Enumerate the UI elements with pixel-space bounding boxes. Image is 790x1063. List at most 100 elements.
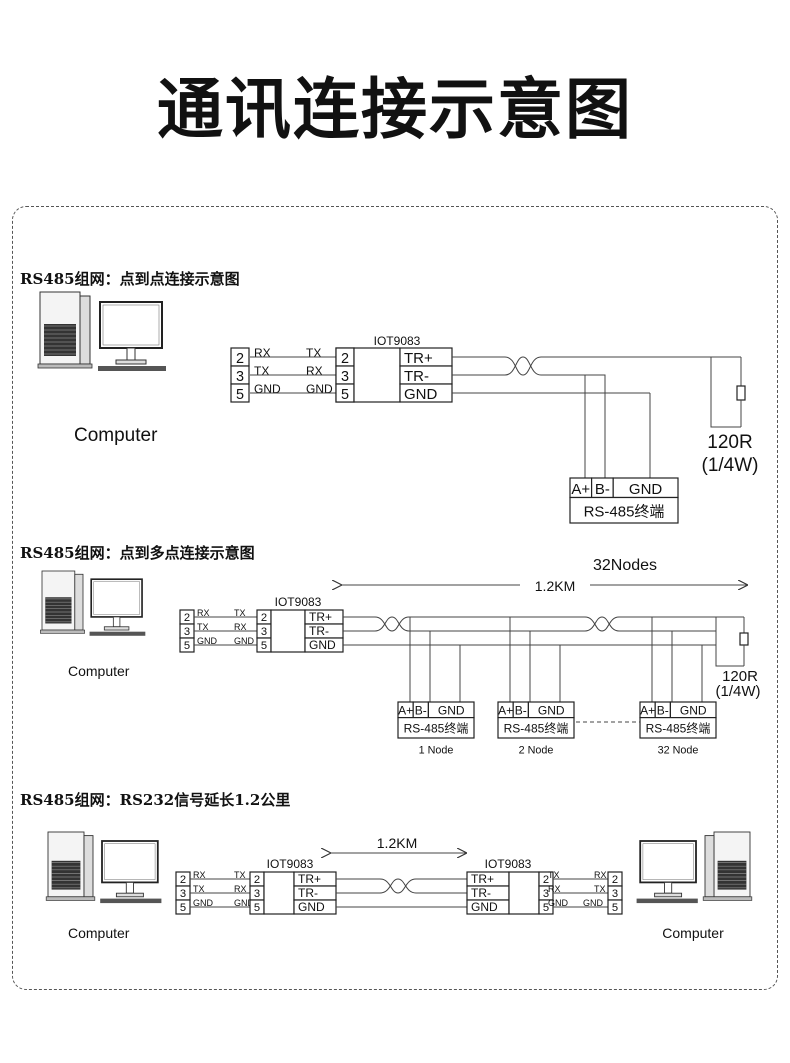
tower-vent bbox=[717, 860, 747, 890]
page-title: 通讯连接示意图 bbox=[157, 71, 633, 148]
wire bbox=[541, 374, 586, 478]
resistor-label: 120R bbox=[707, 432, 752, 453]
pin-number: 5 bbox=[612, 902, 618, 914]
pin-number: 5 bbox=[261, 640, 267, 652]
tower-side bbox=[74, 573, 84, 631]
pin-number: 2 bbox=[612, 874, 618, 886]
section-heading-p2p: RS485组网：点到点连接示意图 bbox=[20, 270, 240, 288]
signal-label: RX bbox=[548, 884, 561, 894]
pin-number: 5 bbox=[180, 902, 186, 914]
node-caption: 32 Node bbox=[658, 745, 699, 757]
terminal-label: TR+ bbox=[309, 610, 332, 624]
node-caption: 2 Node bbox=[519, 745, 554, 757]
resistor-label: 120R bbox=[722, 668, 758, 685]
wire bbox=[585, 374, 606, 478]
twisted-pair bbox=[504, 356, 542, 376]
signal-label: TX bbox=[234, 608, 246, 618]
twisted-pair bbox=[504, 356, 542, 376]
pin-number: 3 bbox=[543, 888, 549, 900]
tower-vent bbox=[45, 597, 72, 624]
terminal-label: TR+ bbox=[471, 872, 494, 886]
node-pin-label: B- bbox=[515, 704, 527, 718]
tower-side bbox=[704, 835, 715, 898]
signal-label: TX bbox=[594, 884, 606, 894]
keyboard bbox=[98, 366, 166, 371]
distance-label: 1.2KM bbox=[377, 835, 417, 851]
pin-number: 2 bbox=[180, 874, 186, 886]
monitor-inner bbox=[93, 581, 140, 615]
computer-icon bbox=[636, 831, 753, 904]
tower-side bbox=[83, 835, 94, 898]
tower-base bbox=[702, 896, 753, 901]
signal-label: RX bbox=[234, 884, 247, 894]
terminal-label: GND bbox=[309, 638, 336, 652]
terminal-label: TR+ bbox=[404, 350, 433, 367]
signal-label: TX bbox=[548, 870, 560, 880]
signal-label: GND bbox=[197, 636, 218, 646]
pin-number: 3 bbox=[184, 626, 190, 638]
monitor-stand bbox=[115, 359, 147, 365]
terminal-label: TR- bbox=[298, 886, 318, 900]
pin-number: 3 bbox=[261, 626, 267, 638]
twisted-pair bbox=[374, 616, 410, 632]
wire bbox=[541, 356, 736, 428]
signal-label: TX bbox=[197, 622, 209, 632]
node-body bbox=[639, 716, 717, 739]
signal-label: RX bbox=[306, 364, 323, 378]
device-label: IOT9083 bbox=[267, 857, 314, 871]
device-label: IOT9083 bbox=[275, 595, 322, 609]
node-pin-label: A+ bbox=[498, 704, 513, 718]
signal-label: GND bbox=[193, 898, 214, 908]
twisted-pair bbox=[379, 878, 417, 894]
pin-number: 2 bbox=[543, 874, 549, 886]
signal-label: GND bbox=[583, 898, 604, 908]
node-body bbox=[569, 496, 679, 524]
node-terminal-label: RS-485终端 bbox=[404, 721, 469, 736]
wire bbox=[619, 616, 744, 667]
signal-label: GND bbox=[254, 382, 281, 396]
terminal-label: TR+ bbox=[298, 872, 321, 886]
signal-label: RX bbox=[193, 870, 206, 880]
keyboard bbox=[100, 898, 162, 904]
pin-number: 2 bbox=[261, 612, 267, 624]
computer-label: Computer bbox=[68, 925, 130, 941]
nodes-count-label: 32Nodes bbox=[593, 557, 657, 574]
monitor-stand bbox=[654, 892, 683, 898]
node-pin-label: GND bbox=[680, 704, 707, 718]
twisted-pair bbox=[584, 616, 620, 632]
computer-label: Computer bbox=[68, 663, 130, 679]
node-terminal-label: RS-485终端 bbox=[504, 721, 569, 736]
resistor-power-label: (1/4W) bbox=[716, 683, 761, 700]
node-pin-label: A+ bbox=[571, 481, 590, 498]
node-pin-label: GND bbox=[438, 704, 465, 718]
iot-body bbox=[270, 609, 306, 653]
pin-block-cell bbox=[607, 899, 623, 915]
pin-number: 5 bbox=[184, 640, 190, 652]
monitor-neck bbox=[125, 881, 134, 894]
iot-body bbox=[263, 871, 295, 915]
resistor-icon bbox=[736, 385, 746, 401]
node-pin-label: B- bbox=[595, 481, 610, 498]
pin-number: 3 bbox=[254, 888, 260, 900]
pin-number: 5 bbox=[543, 902, 549, 914]
device-label: IOT9083 bbox=[485, 857, 532, 871]
signal-label: GND bbox=[548, 898, 569, 908]
node-pin-label: A+ bbox=[640, 704, 655, 718]
pin-number: 5 bbox=[341, 387, 349, 403]
diagram-frame bbox=[12, 206, 778, 990]
tower-side bbox=[79, 295, 91, 365]
computer-label: Computer bbox=[662, 925, 724, 941]
pin-number: 3 bbox=[180, 888, 186, 900]
signal-label: GND bbox=[234, 636, 255, 646]
pin-number: 2 bbox=[341, 351, 349, 367]
signal-label: TX bbox=[254, 364, 269, 378]
pin-number: 2 bbox=[184, 612, 190, 624]
signal-label: RX bbox=[254, 346, 271, 360]
node-body bbox=[497, 716, 575, 739]
twisted-pair bbox=[379, 878, 417, 894]
signal-label: TX bbox=[193, 884, 205, 894]
monitor-stand bbox=[115, 892, 144, 898]
tower-vent bbox=[51, 860, 81, 890]
section-heading-p2mp: RS485组网：点到多点连接示意图 bbox=[20, 544, 255, 562]
